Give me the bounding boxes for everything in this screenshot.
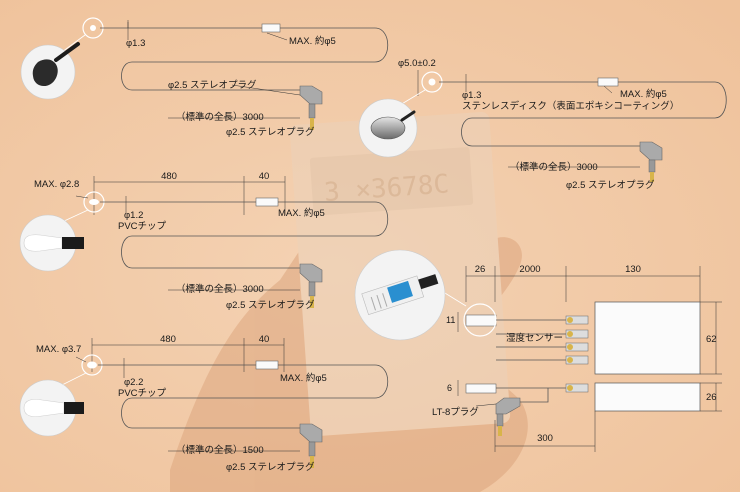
probe1-sleeve <box>261 23 281 33</box>
probe1-cable <box>121 27 388 91</box>
probe4-dim-40: 40 <box>258 334 270 345</box>
humidity-sensor-head <box>465 314 497 327</box>
humidity-sensor-label: 湿度センサー <box>506 333 564 344</box>
probe2-photo-connector <box>399 89 426 106</box>
probe4-group <box>19 338 388 468</box>
humidity-dim-300: 300 <box>537 433 553 444</box>
probe1-max-leader <box>266 32 288 41</box>
humidity-dim-26-side: 26 <box>706 392 717 403</box>
probe2-max-label: MAX. 約φ5 <box>620 89 667 100</box>
probe4-cable <box>121 364 388 429</box>
probe2-photo-disk <box>370 116 406 140</box>
probe2-disk-label: ステンレスディスク（表面エポキシコーティング） <box>462 101 680 112</box>
probe1-plug-tip <box>310 118 314 130</box>
probe1-plug-label: φ2.5 ステレオプラグ <box>168 80 257 91</box>
probe1-plug-label-bottom: φ2.5 ステレオプラグ <box>226 127 315 138</box>
humidity-dim-11: 11 <box>446 315 456 325</box>
probe2-diameter-label: φ1.3 <box>462 90 482 101</box>
probe2-tip <box>428 78 436 86</box>
probe4-dim-480: 480 <box>160 334 176 345</box>
humidity-dim-26: 26 <box>474 264 486 275</box>
probe2-plug-label: φ2.5 ステレオプラグ <box>566 180 655 191</box>
probe2-plug-sleeve <box>648 159 656 173</box>
probe1-plug-sleeve <box>308 103 316 119</box>
probe3-max-label: MAX. 約φ5 <box>278 208 325 219</box>
lt8-plug-body <box>495 397 521 415</box>
probe3-plug-label: φ2.5 ステレオプラグ <box>226 300 315 311</box>
probe4-sleeve <box>255 360 279 370</box>
probe4-diameter-label: φ2.2 <box>124 377 144 388</box>
probe3-diameter-label: φ1.2 <box>124 210 144 221</box>
probe4-max-label: MAX. 約φ5 <box>280 373 327 384</box>
lt8-plug-label: LT-8プラグ <box>432 407 479 418</box>
probe1-photo-earpiece <box>32 59 58 87</box>
probe1-length-label: （標準の全長）3000 <box>176 112 264 123</box>
humidity-dim-130: 130 <box>625 264 641 275</box>
probe2-cable <box>461 81 727 147</box>
probe3-dim-480: 480 <box>161 171 177 182</box>
probe3-group <box>19 176 388 308</box>
probe2-sleeve <box>597 77 619 87</box>
probe2-group <box>358 70 727 182</box>
probe3-tip-label: PVCチップ <box>118 221 167 232</box>
probe1-diameter-label: φ1.3 <box>126 38 146 49</box>
probe3-dim-40: 40 <box>258 171 270 182</box>
probe4-tip-max: MAX. φ3.7 <box>36 344 82 355</box>
humidity-dim-62: 62 <box>706 334 717 345</box>
probe2-disk-diameter: φ5.0±0.2 <box>398 58 436 69</box>
humidity-box-lower <box>594 382 701 412</box>
probe4-plug-label: φ2.5 ステレオプラグ <box>226 462 315 473</box>
humidity-dim-2000: 2000 <box>519 264 541 275</box>
probe1-group <box>20 17 388 130</box>
probe2-photo-cable <box>400 110 416 122</box>
probe2-plug-tip <box>650 172 654 182</box>
probe3-length-label: （標準の全長）3000 <box>176 284 264 295</box>
probe3-tip-max: MAX. φ2.8 <box>34 179 80 190</box>
probe3-tip <box>89 199 99 205</box>
probe1-tip <box>90 25 96 31</box>
humidity-box-main <box>594 301 701 375</box>
probe2-plug-body <box>639 141 663 161</box>
probe4-tip <box>87 361 97 369</box>
probe3-cable <box>121 201 388 269</box>
probe1-max-label: MAX. 約φ5 <box>289 36 336 47</box>
probe1-plug-leader <box>231 84 301 96</box>
probe2-length-label: （標準の全長）3000 <box>510 162 598 173</box>
probe1-photo-cable <box>54 42 80 62</box>
probe4-length-label: （標準の全長）1500 <box>176 445 264 456</box>
probe4-tip-label: PVCチップ <box>118 388 167 399</box>
humidity-group <box>354 249 722 452</box>
probe2-max-leader <box>603 85 613 94</box>
humidity-dim-6: 6 <box>447 383 453 393</box>
humidity-connectors <box>565 315 589 365</box>
probe3-sleeve <box>255 197 279 207</box>
